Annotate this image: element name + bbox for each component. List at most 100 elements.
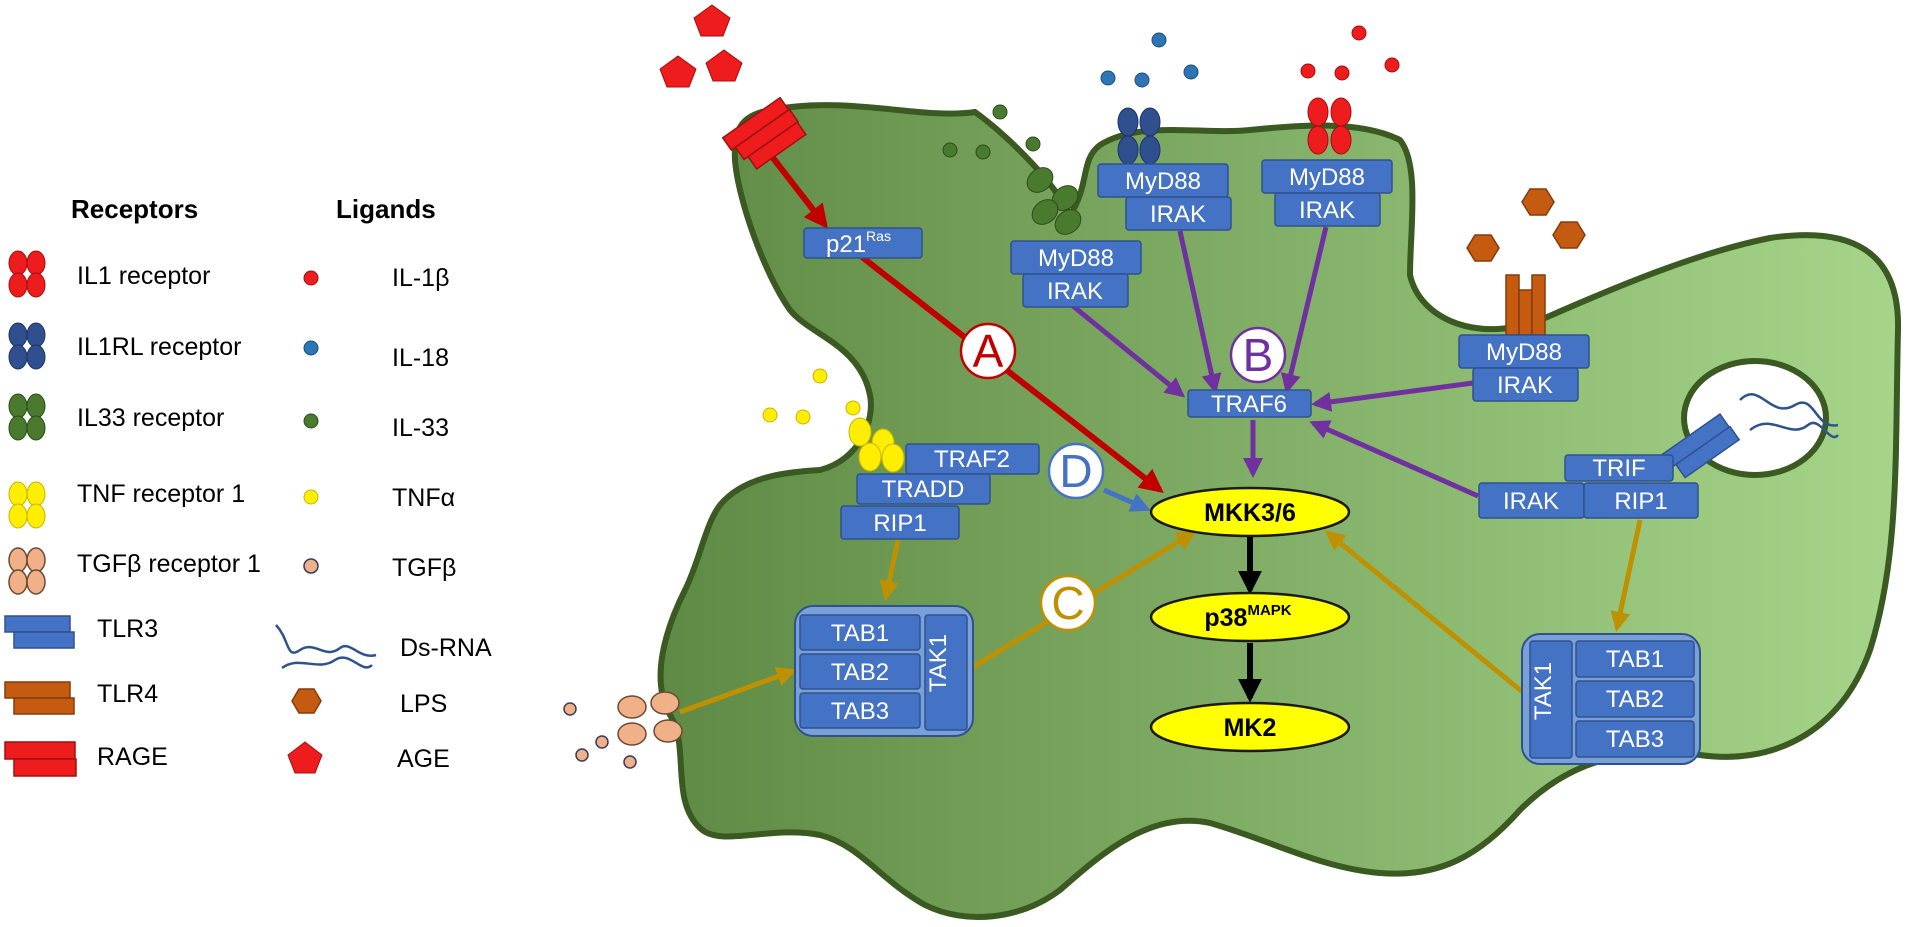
dsrna-ligand — [1739, 393, 1839, 439]
tab2-box-right: TAB2 — [1575, 680, 1695, 718]
legend-age-label: AGE — [397, 745, 450, 773]
svg-text:IRAK: IRAK — [1497, 372, 1553, 399]
tab1-box-right: TAB1 — [1575, 640, 1695, 678]
il1rl-receptor-icon — [8, 322, 46, 370]
legend-tlr3-label: TLR3 — [97, 615, 158, 643]
svg-text:TAB2: TAB2 — [831, 659, 889, 686]
myd88-box-1: MyD88 — [1010, 240, 1142, 275]
svg-text:RIP1: RIP1 — [1614, 488, 1667, 515]
legend-il1rl-receptor-label: IL1RL receptor — [77, 333, 241, 361]
arrow-irak4-to-traf6 — [1311, 380, 1474, 412]
svg-text:TRIF: TRIF — [1592, 455, 1645, 482]
traf6-box: TRAF6 — [1187, 389, 1312, 418]
tnf-receptor-icon — [8, 481, 46, 529]
il1b-dot-icon — [303, 270, 319, 286]
tak1-box-left: TAK1 — [924, 614, 968, 731]
il33-ligands — [942, 104, 1041, 160]
legend-dsrna-label: Ds-RNA — [400, 634, 492, 662]
legend-rage-label: RAGE — [97, 743, 168, 771]
age-pentagon-icon — [287, 741, 323, 774]
tlr4-icon — [4, 681, 75, 715]
il33-receptor-icon — [8, 393, 46, 441]
svg-text:p21Ras: p21Ras — [826, 228, 891, 258]
legend-tnf-receptor-label: TNF receptor 1 — [77, 480, 245, 508]
svg-text:TAK1: TAK1 — [925, 634, 952, 692]
tgfb-dot-icon — [303, 558, 319, 574]
tlr4-receptor — [1505, 274, 1546, 336]
il1rl-receptor — [1117, 107, 1161, 165]
traf2-box: TRAF2 — [905, 443, 1040, 475]
tak1-box-right: TAK1 — [1529, 640, 1573, 759]
tradd-box: TRADD — [856, 473, 991, 505]
legend-tgfb-receptor-label: TGFβ receptor 1 — [77, 550, 261, 578]
tlr3-icon — [4, 615, 75, 649]
tnf-receptor — [848, 417, 905, 473]
arrow-tgfbr-to-tab — [679, 667, 797, 715]
tgfb-receptor-icon — [8, 547, 46, 595]
myd88-box-4: MyD88 — [1458, 334, 1590, 369]
legend-tnfa-label: TNFα — [392, 484, 455, 512]
mkk36-node: MKK3/6 — [1149, 486, 1351, 538]
irak-box-5: IRAK — [1478, 482, 1585, 519]
arrow-irak3-to-traf6 — [1280, 226, 1329, 394]
svg-text:MyD88: MyD88 — [1289, 164, 1365, 191]
tab1-box-left: TAB1 — [799, 614, 921, 651]
svg-text:TRAF6: TRAF6 — [1211, 391, 1287, 418]
route-a-label: A — [959, 322, 1017, 380]
svg-text:TRADD: TRADD — [882, 476, 965, 503]
tnfa-dot-icon — [303, 489, 319, 505]
svg-text:MyD88: MyD88 — [1486, 339, 1562, 366]
arrow-irak1-to-traf6 — [1071, 304, 1186, 398]
tgfb-receptor — [617, 691, 683, 746]
rip1-box-right: RIP1 — [1583, 482, 1699, 519]
rage-icon — [4, 741, 77, 777]
tnfa-ligands — [762, 368, 861, 425]
svg-text:IRAK: IRAK — [1503, 488, 1559, 515]
il18-dot-icon — [303, 340, 319, 356]
tgfb-ligands — [563, 702, 637, 769]
svg-text:B: B — [1243, 329, 1274, 381]
ligands-heading: Ligands — [336, 194, 436, 224]
age-ligands — [659, 4, 743, 88]
svg-text:TAK1: TAK1 — [1530, 662, 1557, 720]
myd88-box-3: MyD88 — [1261, 159, 1393, 194]
arrow-p21-to-mkk — [860, 254, 1164, 493]
svg-text:MyD88: MyD88 — [1038, 245, 1114, 272]
irak-box-2: IRAK — [1125, 196, 1232, 231]
tab3-box-left: TAB3 — [799, 692, 921, 729]
tlr3-receptor — [1659, 412, 1741, 479]
legend-tgfb-label: TGFβ — [392, 554, 456, 582]
dsrna-icon — [275, 624, 377, 670]
route-b-label: B — [1229, 326, 1287, 384]
svg-text:TAB3: TAB3 — [1606, 726, 1664, 753]
tab-complex-right: TAK1 TAB1 TAB2 TAB3 — [1521, 633, 1701, 765]
il1b-ligands — [1300, 25, 1400, 81]
tab-complex-left: TAB1 TAB2 TAB3 TAK1 — [794, 605, 974, 737]
tab2-box-left: TAB2 — [799, 653, 921, 690]
trif-box: TRIF — [1564, 454, 1674, 482]
svg-text:TAB1: TAB1 — [1606, 646, 1664, 673]
svg-text:D: D — [1059, 445, 1092, 497]
legend-il33-receptor-label: IL33 receptor — [77, 404, 224, 432]
irak-box-4: IRAK — [1472, 367, 1579, 402]
arrow-rip1-to-tab — [879, 539, 901, 601]
svg-text:IRAK: IRAK — [1299, 197, 1355, 224]
il33-dot-icon — [303, 413, 319, 429]
il33-receptor — [1026, 167, 1082, 235]
svg-text:C: C — [1051, 577, 1084, 629]
irak-box-1: IRAK — [1022, 273, 1129, 308]
lps-ligands — [1466, 188, 1586, 262]
svg-text:TAB2: TAB2 — [1606, 686, 1664, 713]
legend-il1-receptor-label: IL1 receptor — [77, 262, 210, 290]
il1-receptor — [1307, 97, 1352, 155]
svg-text:A: A — [973, 325, 1004, 377]
p38-mapk-node: p38MAPK — [1149, 591, 1351, 643]
il18-ligands — [1100, 32, 1199, 88]
svg-text:MK2: MK2 — [1224, 714, 1277, 742]
tab3-box-right: TAB3 — [1575, 720, 1695, 758]
route-c-label: C — [1039, 574, 1097, 632]
svg-text:TAB1: TAB1 — [831, 620, 889, 647]
svg-text:IRAK: IRAK — [1047, 278, 1103, 305]
legend-il1b-label: IL-1β — [392, 264, 449, 292]
